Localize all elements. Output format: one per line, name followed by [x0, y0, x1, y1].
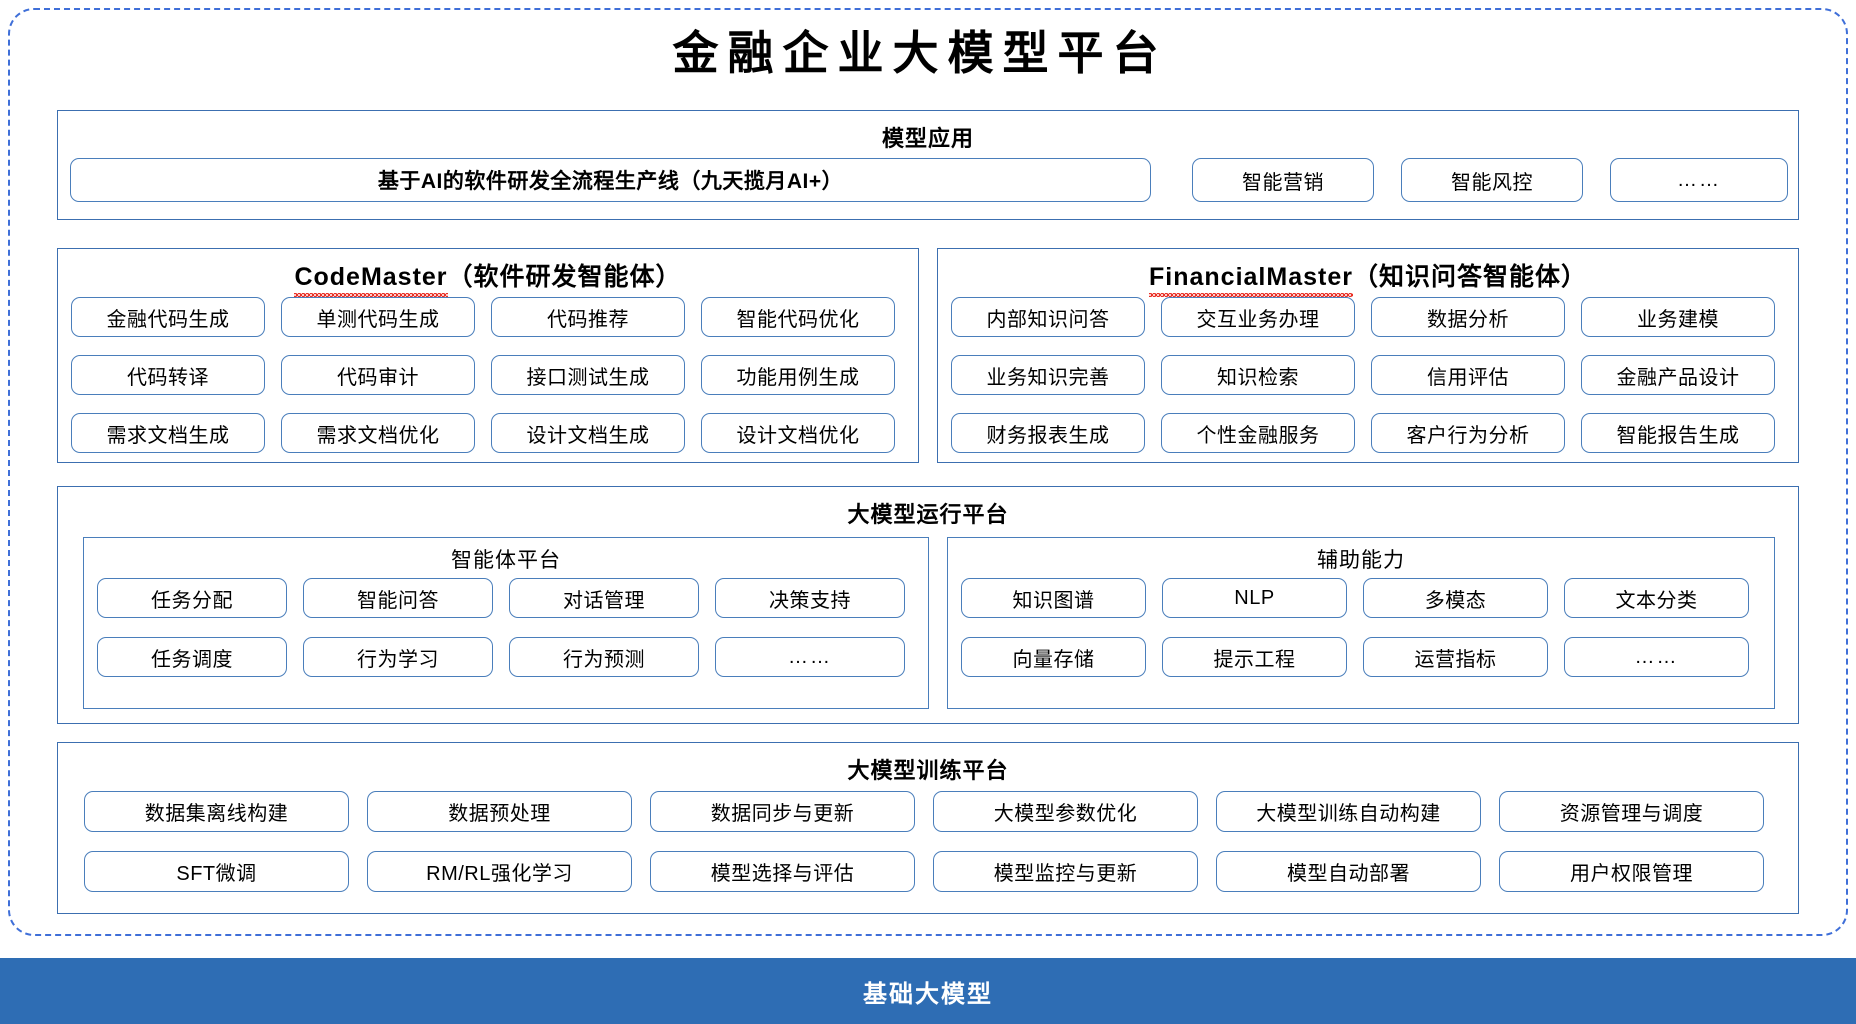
chip-training-2-4[interactable]: 模型监控与更新 — [933, 851, 1198, 892]
chip-training-2-6[interactable]: 用户权限管理 — [1499, 851, 1764, 892]
chip-financialmaster-2-1[interactable]: 业务知识完善 — [951, 355, 1145, 395]
chip-training-1-4[interactable]: 大模型参数优化 — [933, 791, 1198, 832]
chip-agent-platform-2-2[interactable]: 行为学习 — [303, 637, 493, 677]
chip-support-capability-2-3[interactable]: 运营指标 — [1363, 637, 1548, 677]
chip-financialmaster-1-4[interactable]: 业务建模 — [1581, 297, 1775, 337]
chip-model-application-more[interactable]: …… — [1610, 158, 1788, 202]
chip-training-2-1[interactable]: SFT微调 — [84, 851, 349, 892]
training-row-2: SFT微调 RM/RL强化学习 模型选择与评估 模型监控与更新 模型自动部署 用… — [84, 851, 1774, 892]
chip-support-capability-2-1[interactable]: 向量存储 — [961, 637, 1146, 677]
chip-support-capability-more[interactable]: …… — [1564, 637, 1749, 677]
chip-codemaster-1-3[interactable]: 代码推荐 — [491, 297, 685, 337]
chip-training-2-5[interactable]: 模型自动部署 — [1216, 851, 1481, 892]
panel-financialmaster-title: FinancialMaster（知识问答智能体） — [938, 257, 1798, 297]
chip-training-1-3[interactable]: 数据同步与更新 — [650, 791, 915, 832]
panel-codemaster-latin-name: CodeMaster — [294, 263, 448, 297]
chip-codemaster-1-2[interactable]: 单测代码生成 — [281, 297, 475, 337]
chip-agent-platform-more[interactable]: …… — [715, 637, 905, 677]
chip-codemaster-1-1[interactable]: 金融代码生成 — [71, 297, 265, 337]
chip-financialmaster-2-3[interactable]: 信用评估 — [1371, 355, 1565, 395]
chip-agent-platform-1-3[interactable]: 对话管理 — [509, 578, 699, 618]
chip-training-1-1[interactable]: 数据集离线构建 — [84, 791, 349, 832]
codemaster-row-2: 代码转译 代码审计 接口测试生成 功能用例生成 — [71, 355, 907, 395]
chip-support-capability-1-1[interactable]: 知识图谱 — [961, 578, 1146, 618]
chip-agent-platform-2-1[interactable]: 任务调度 — [97, 637, 287, 677]
chip-financialmaster-3-3[interactable]: 客户行为分析 — [1371, 413, 1565, 453]
chip-financialmaster-2-2[interactable]: 知识检索 — [1161, 355, 1355, 395]
chip-codemaster-2-4[interactable]: 功能用例生成 — [701, 355, 895, 395]
chip-codemaster-2-1[interactable]: 代码转译 — [71, 355, 265, 395]
chip-smart-risk-control[interactable]: 智能风控 — [1401, 158, 1583, 202]
codemaster-row-3: 需求文档生成 需求文档优化 设计文档生成 设计文档优化 — [71, 413, 907, 453]
financialmaster-row-3: 财务报表生成 个性金融服务 客户行为分析 智能报告生成 — [951, 413, 1787, 453]
chip-financialmaster-1-1[interactable]: 内部知识问答 — [951, 297, 1145, 337]
chip-training-1-6[interactable]: 资源管理与调度 — [1499, 791, 1764, 832]
chip-training-1-5[interactable]: 大模型训练自动构建 — [1216, 791, 1481, 832]
chip-financialmaster-3-1[interactable]: 财务报表生成 — [951, 413, 1145, 453]
chip-smart-marketing[interactable]: 智能营销 — [1192, 158, 1374, 202]
panel-training: 大模型训练平台 数据集离线构建 数据预处理 数据同步与更新 大模型参数优化 大模… — [57, 742, 1799, 914]
subpanel-support-capability-title: 辅助能力 — [1317, 549, 1405, 572]
page-title: 金融企业大模型平台 — [672, 26, 1168, 80]
chip-training-2-2[interactable]: RM/RL强化学习 — [367, 851, 632, 892]
financialmaster-row-2: 业务知识完善 知识检索 信用评估 金融产品设计 — [951, 355, 1787, 395]
base-model-bar: 基础大模型 — [0, 958, 1856, 1024]
panel-financialmaster-suffix: （知识问答智能体） — [1352, 263, 1587, 291]
panel-codemaster-title: CodeMaster（软件研发智能体） — [58, 257, 918, 297]
panel-codemaster: CodeMaster（软件研发智能体） 金融代码生成 单测代码生成 代码推荐 智… — [57, 248, 919, 463]
panel-financialmaster: FinancialMaster（知识问答智能体） 内部知识问答 交互业务办理 数… — [937, 248, 1799, 463]
subpanel-support-capability: 辅助能力 知识图谱 NLP 多模态 文本分类 向量存储 提示工程 运营指标 …… — [947, 537, 1775, 709]
chip-support-capability-2-2[interactable]: 提示工程 — [1162, 637, 1347, 677]
chip-agent-platform-2-3[interactable]: 行为预测 — [509, 637, 699, 677]
financialmaster-row-1: 内部知识问答 交互业务办理 数据分析 业务建模 — [951, 297, 1787, 337]
chip-financialmaster-1-3[interactable]: 数据分析 — [1371, 297, 1565, 337]
panel-model-application: 模型应用 基于AI的软件研发全流程生产线（九天揽月AI+） 智能营销 智能风控 … — [57, 110, 1799, 220]
chip-codemaster-2-2[interactable]: 代码审计 — [281, 355, 475, 395]
panel-codemaster-suffix: （软件研发智能体） — [447, 263, 682, 291]
panel-training-title: 大模型训练平台 — [847, 758, 1009, 783]
chip-financialmaster-2-4[interactable]: 金融产品设计 — [1581, 355, 1775, 395]
chip-ai-sdlc-pipeline[interactable]: 基于AI的软件研发全流程生产线（九天揽月AI+） — [70, 158, 1151, 202]
chip-financialmaster-3-4[interactable]: 智能报告生成 — [1581, 413, 1775, 453]
panel-runtime: 大模型运行平台 智能体平台 任务分配 智能问答 对话管理 决策支持 任务调度 行… — [57, 486, 1799, 724]
chip-agent-platform-1-1[interactable]: 任务分配 — [97, 578, 287, 618]
agent-platform-row-1: 任务分配 智能问答 对话管理 决策支持 — [97, 578, 917, 618]
codemaster-row-1: 金融代码生成 单测代码生成 代码推荐 智能代码优化 — [71, 297, 907, 337]
chip-codemaster-2-3[interactable]: 接口测试生成 — [491, 355, 685, 395]
panel-model-application-title: 模型应用 — [881, 126, 974, 151]
subpanel-agent-platform-title: 智能体平台 — [451, 549, 561, 572]
chip-codemaster-3-1[interactable]: 需求文档生成 — [71, 413, 265, 453]
chip-financialmaster-3-2[interactable]: 个性金融服务 — [1161, 413, 1355, 453]
base-model-label: 基础大模型 — [863, 980, 993, 1008]
chip-agent-platform-1-2[interactable]: 智能问答 — [303, 578, 493, 618]
support-capability-row-1: 知识图谱 NLP 多模态 文本分类 — [961, 578, 1763, 618]
training-row-1: 数据集离线构建 数据预处理 数据同步与更新 大模型参数优化 大模型训练自动构建 … — [84, 791, 1774, 832]
agent-platform-row-2: 任务调度 行为学习 行为预测 …… — [97, 637, 917, 677]
chip-financialmaster-1-2[interactable]: 交互业务办理 — [1161, 297, 1355, 337]
chip-codemaster-3-3[interactable]: 设计文档生成 — [491, 413, 685, 453]
panel-financialmaster-latin-name: FinancialMaster — [1149, 263, 1353, 297]
support-capability-row-2: 向量存储 提示工程 运营指标 …… — [961, 637, 1763, 677]
chip-support-capability-1-3[interactable]: 多模态 — [1363, 578, 1548, 618]
panel-runtime-title: 大模型运行平台 — [847, 502, 1009, 527]
chip-support-capability-1-4[interactable]: 文本分类 — [1564, 578, 1749, 618]
subpanel-agent-platform: 智能体平台 任务分配 智能问答 对话管理 决策支持 任务调度 行为学习 行为预测… — [83, 537, 929, 709]
chip-agent-platform-1-4[interactable]: 决策支持 — [715, 578, 905, 618]
chip-training-1-2[interactable]: 数据预处理 — [367, 791, 632, 832]
chip-codemaster-1-4[interactable]: 智能代码优化 — [701, 297, 895, 337]
chip-training-2-3[interactable]: 模型选择与评估 — [650, 851, 915, 892]
chip-codemaster-3-2[interactable]: 需求文档优化 — [281, 413, 475, 453]
chip-codemaster-3-4[interactable]: 设计文档优化 — [701, 413, 895, 453]
chip-support-capability-1-2[interactable]: NLP — [1162, 578, 1347, 618]
